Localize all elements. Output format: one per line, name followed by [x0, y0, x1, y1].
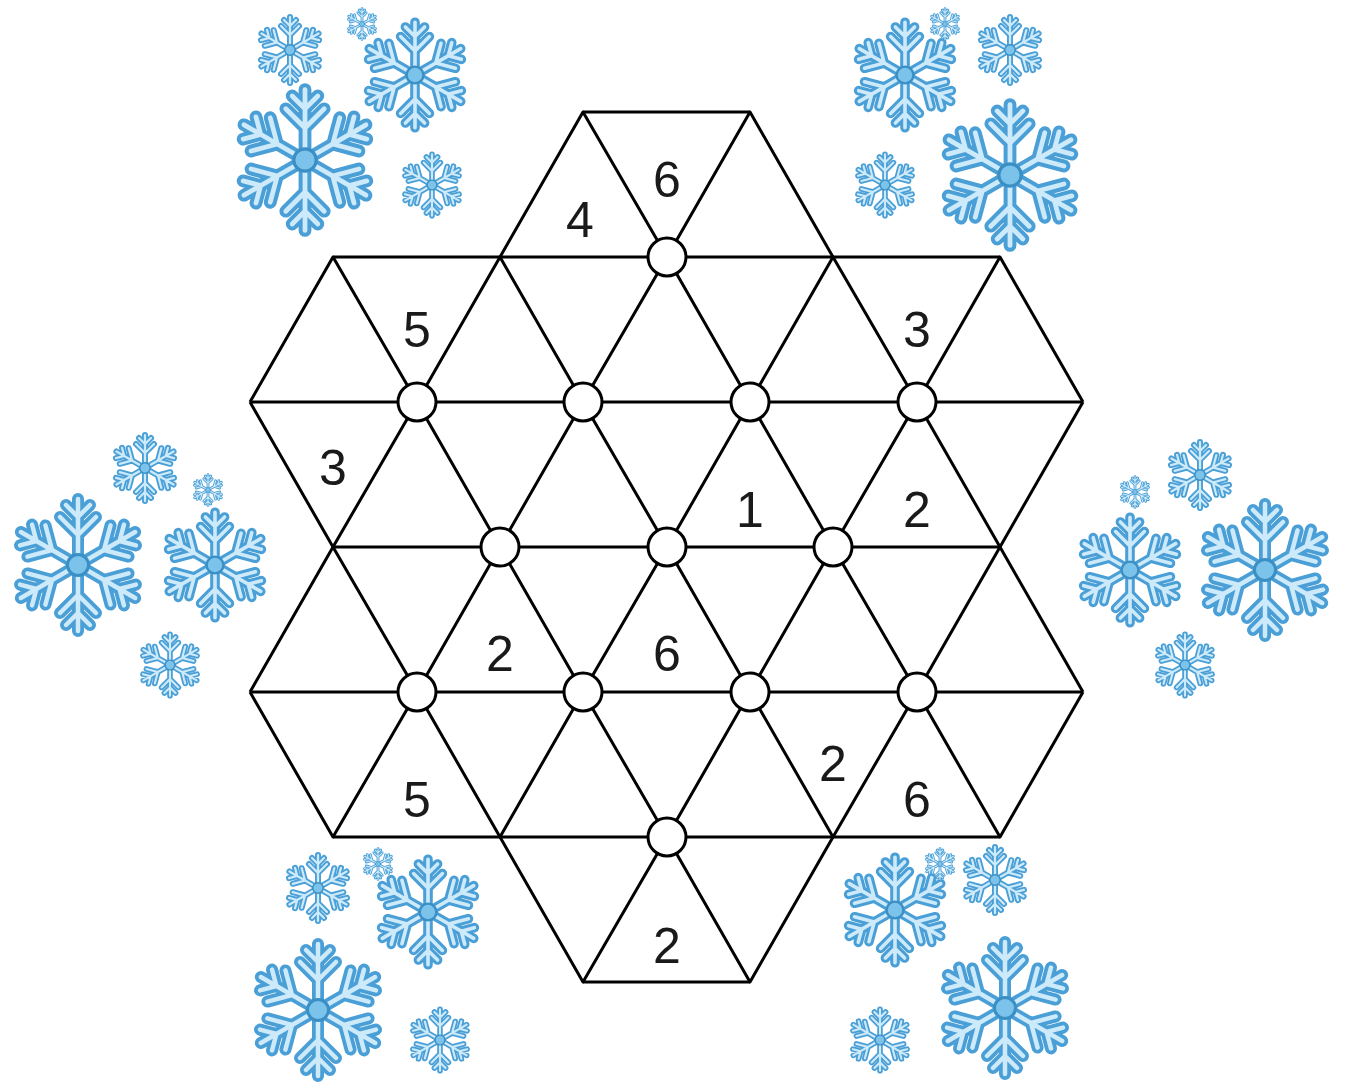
clue-number: 4 [566, 195, 594, 245]
triangle-grid [250, 112, 1083, 982]
clue-number: 5 [403, 305, 431, 355]
clue-number: 6 [903, 775, 931, 825]
clue-number: 2 [486, 629, 514, 679]
clue-number: 5 [403, 775, 431, 825]
clue-number: 6 [653, 629, 681, 679]
clue-number: 1 [736, 485, 764, 535]
snowflakes [12, 9, 1331, 1076]
clue-number: 2 [903, 485, 931, 535]
clue-number: 2 [819, 739, 847, 789]
clue-number: 6 [653, 155, 681, 205]
clue-number: 3 [319, 443, 347, 493]
grid-circles [398, 238, 936, 856]
clue-number: 3 [903, 305, 931, 355]
clue-number: 2 [653, 921, 681, 971]
